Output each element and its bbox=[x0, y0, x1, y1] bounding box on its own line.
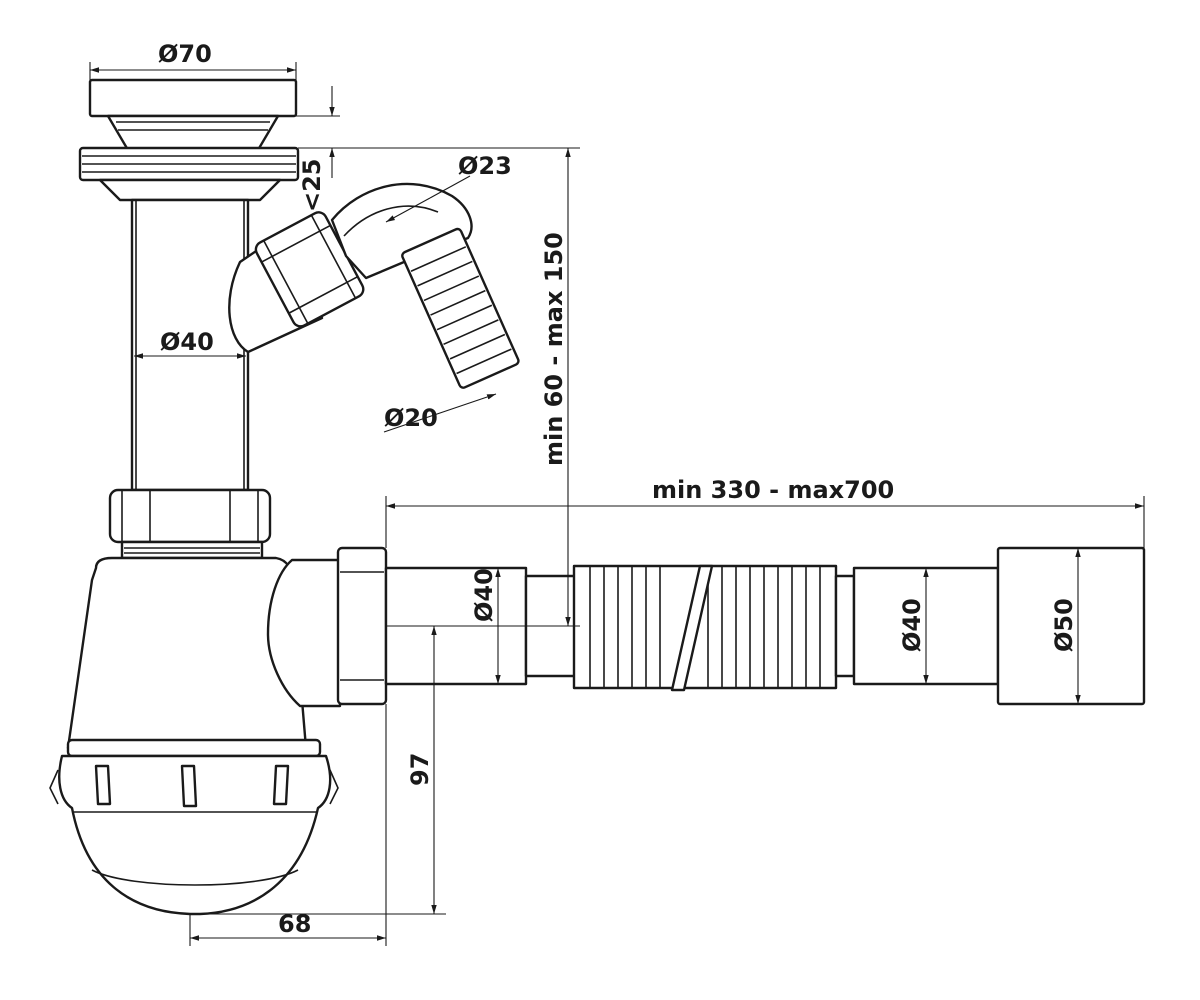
pipe-nut bbox=[108, 488, 272, 560]
dim-label-outlet-height: 97 bbox=[406, 753, 434, 786]
dim-label-overflow-height: min 60 - max 150 bbox=[540, 232, 568, 466]
dimension-bottle-offset bbox=[189, 704, 387, 946]
corrugated-hose-barb bbox=[401, 227, 520, 389]
overflow-nut bbox=[254, 211, 365, 328]
dim-label-vertical-pipe: Ø40 bbox=[160, 328, 214, 356]
dimension-flange-gap bbox=[296, 86, 340, 178]
dimension-top-plug bbox=[89, 62, 297, 80]
dimension-hose-tip bbox=[383, 393, 497, 433]
dimension-outlet-height bbox=[190, 626, 446, 915]
end-socket bbox=[996, 546, 1146, 706]
dim-label-top-plug: Ø70 bbox=[158, 40, 212, 68]
dim-label-outlet-pipe: Ø40 bbox=[470, 568, 498, 622]
dim-label-outlet-length: min 330 - max700 bbox=[652, 476, 894, 504]
sink-flange bbox=[78, 146, 300, 202]
corrugated-section bbox=[572, 564, 838, 692]
dimension-overflow-height bbox=[340, 147, 580, 627]
drain-plug bbox=[88, 78, 298, 152]
overflow-elbow bbox=[330, 182, 473, 280]
bottle-trap-body bbox=[66, 556, 342, 758]
bottle-cap bbox=[49, 754, 339, 916]
dim-label-bottle-offset: 68 bbox=[278, 910, 311, 938]
dimension-overflow-elbow bbox=[385, 175, 471, 223]
dim-label-socket: Ø50 bbox=[1050, 598, 1078, 652]
dim-label-end-pipe: Ø40 bbox=[898, 598, 926, 652]
dim-label-overflow-elbow: Ø23 bbox=[458, 152, 512, 180]
outlet-nut bbox=[336, 546, 388, 706]
dim-label-hose-tip: Ø20 bbox=[384, 404, 438, 432]
dimension-outlet-length bbox=[385, 496, 1145, 548]
dim-label-flange-gap: <25 bbox=[298, 158, 326, 212]
